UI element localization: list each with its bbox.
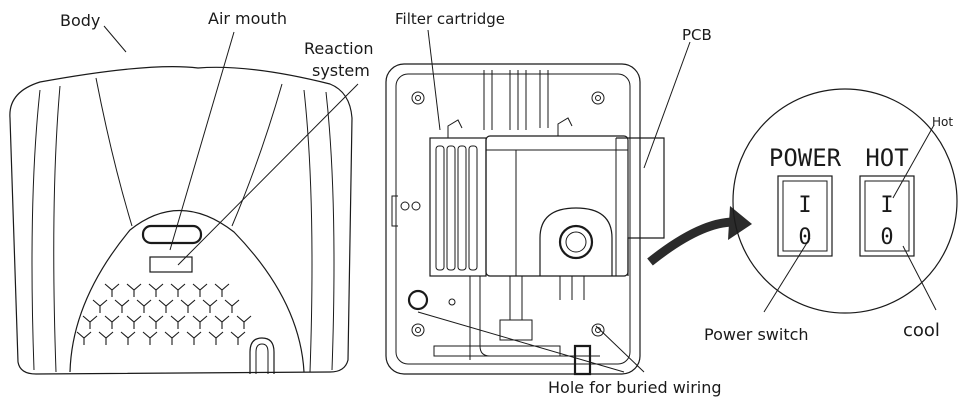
hot-rocker-frame [859,175,915,257]
vent-y-mark [170,283,186,297]
vent-y-mark [126,283,142,297]
label-reaction: Reaction [304,39,374,58]
vent-y-mark [98,331,114,345]
screw-hole [411,91,605,337]
air-mouth-slot [141,224,203,245]
vent-y-mark [186,331,202,345]
vent-y-mark [202,299,218,313]
vent-y-mark [230,331,246,345]
curved-arrow [647,217,735,266]
label-filter-cartridge: Filter cartridge [395,10,505,28]
vent-y-mark [158,299,174,313]
leader-lines [103,25,937,373]
vent-y-mark [136,299,152,313]
label-system: system [312,61,370,80]
label-pcb: PCB [682,26,712,44]
vent-y-mark [224,299,240,313]
vent-y-mark [170,315,186,329]
vent-y-mark [164,331,180,345]
hot-off-mark: 0 [880,225,893,250]
device-body-illustration [9,66,353,375]
label-cool: cool [903,320,940,341]
vent-y-mark [126,315,142,329]
vent-y-mark [104,283,120,297]
vent-y-mark [192,283,208,297]
vent-y-mark [148,283,164,297]
label-power-switch: Power switch [704,325,809,344]
interior-illustration [385,63,665,376]
reaction-window [149,256,193,273]
hot-on-mark: I [880,193,893,218]
power-off-mark: 0 [798,225,811,250]
wiring-hole [407,289,429,311]
power-switch-title: POWER [769,144,842,172]
label-body: Body [60,11,100,30]
hot-switch-title: HOT [865,144,908,172]
vent-y-mark [214,315,230,329]
switch-detail: POWER HOT I 0 I 0 [732,88,958,314]
vent-y-mark [148,315,164,329]
label-hole-wiring: Hole for buried wiring [548,378,722,397]
vent-y-mark [192,315,208,329]
vent-y-mark [114,299,130,313]
vent-y-mark [208,331,224,345]
label-air-mouth: Air mouth [208,9,287,28]
vent-y-mark [120,331,136,345]
vent-y-mark [92,299,108,313]
port-ring [558,224,594,260]
arrow-head [728,206,752,240]
vent-grille [76,283,252,345]
power-on-mark: I [798,193,811,218]
vent-y-mark [214,283,230,297]
label-hot: Hot [932,115,953,129]
vent-y-mark [142,331,158,345]
vent-y-mark [82,315,98,329]
power-rocker-frame [777,175,833,257]
detail-circle [732,88,958,314]
vent-y-mark [180,299,196,313]
vent-y-mark [104,315,120,329]
vent-y-mark [76,331,92,345]
vent-y-mark [236,315,252,329]
